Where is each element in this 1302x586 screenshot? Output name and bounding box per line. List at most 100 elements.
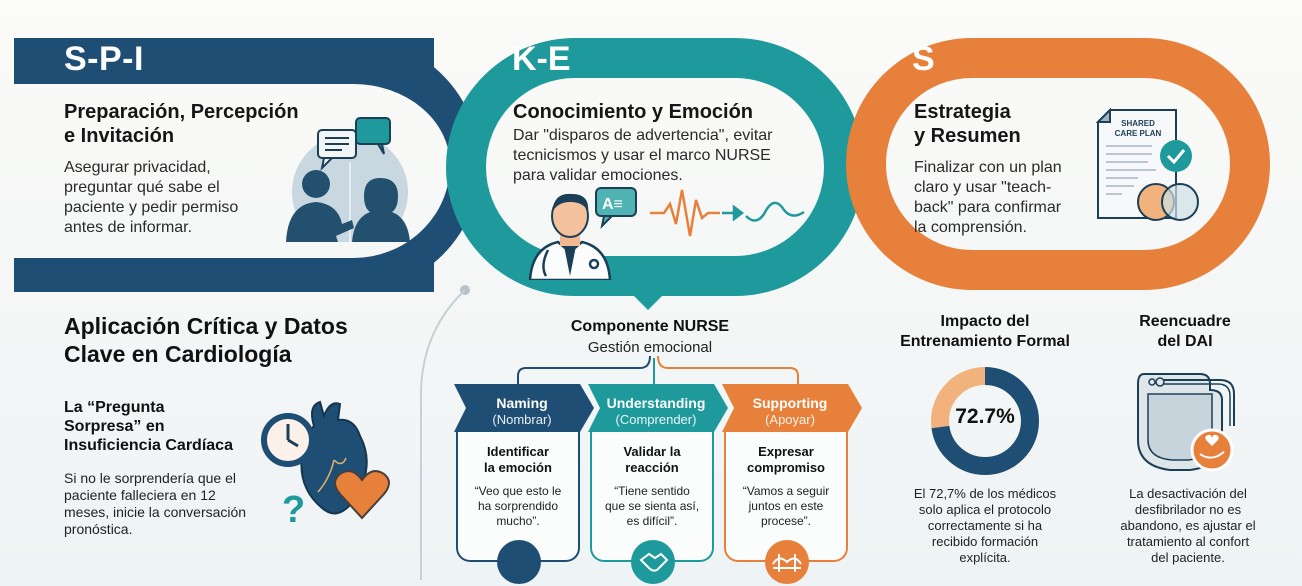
understanding-header-shape [588, 384, 728, 432]
naming-quote-line: ha sorprendido [477, 499, 559, 513]
svg-text:A≡: A≡ [602, 196, 623, 213]
heart-clock-illustration: ? [261, 400, 390, 526]
clock-icon [261, 413, 315, 467]
s-heading: S [912, 40, 935, 78]
s-title-line: Estrategia [914, 101, 1011, 123]
svg-text:SHARED: SHARED [1121, 119, 1155, 128]
naming-quote-line: “Veo que esto le [474, 484, 562, 498]
spi-title: Preparación, Percepción e Invitación [64, 100, 299, 148]
s-body: Finalizar con un plan claro y usar "teac… [914, 158, 1062, 238]
understanding-translation: (Comprender) [615, 412, 697, 427]
naming-header-shape [454, 384, 594, 432]
understanding-action: Validar la reacción [592, 444, 712, 476]
supporting-quote-line: “Vamos a seguir [742, 484, 830, 498]
bridge-icon [765, 540, 809, 584]
supporting-header[interactable]: Supporting (Apoyar) [728, 384, 852, 434]
small-heart-icon [334, 470, 390, 520]
impact-body-line: solo aplica el protocolo [918, 502, 1052, 517]
naming-quote: “Veo que esto le ha sorprendido mucho”. [458, 484, 578, 529]
doctor-icon [528, 193, 612, 280]
understanding-quote: “Tiene sentido que se sienta así, es dif… [592, 484, 712, 529]
impact-body-line: recibido formación [931, 534, 1039, 549]
impact-donut-chart [931, 367, 1039, 475]
impact-body-line: explícita. [959, 550, 1011, 565]
naming-action-line: la emoción [484, 460, 552, 475]
s-title-line: y Resumen [914, 125, 1021, 147]
hand-heart-icon [1190, 428, 1234, 472]
impact-title-line: Impacto del [940, 313, 1030, 330]
supporting-translation: (Apoyar) [765, 412, 815, 427]
naming-translation: (Nombrar) [492, 412, 552, 427]
impact-title-line: Entrenamiento Formal [900, 333, 1070, 350]
application-title-line: Clave en Cardiología [64, 341, 292, 367]
surprise-question-body-line: paciente falleciera en 12 [64, 487, 216, 503]
dai-title-line: del DAI [1157, 333, 1213, 350]
ke-body-line: para validar emociones. [513, 167, 683, 184]
ke-pointer-arrow [628, 290, 668, 310]
surprise-question-body-line: Si no le sorprendería que el [64, 470, 236, 486]
spi-body: Asegurar privacidad, preguntar qué sabe … [64, 158, 238, 238]
heartbeat-wave-icon [650, 189, 805, 237]
surprise-question-title-line: Sorpresa” en [64, 418, 165, 435]
question-mark-icon: ? [282, 489, 305, 526]
understanding-header[interactable]: Understanding (Comprender) [594, 384, 718, 434]
surprise-question-body-line: pronóstica. [64, 521, 133, 537]
naming-header[interactable]: Naming (Nombrar) [460, 384, 584, 434]
application-title: Aplicación Crítica y Datos Clave en Card… [64, 312, 348, 368]
spi-body-line: paciente y pedir permiso [64, 199, 239, 216]
understanding-quote-line: que se sienta así, [604, 499, 700, 513]
ke-body: Dar "disparos de advertencia", evitar te… [513, 126, 772, 186]
impact-body-line: correctamente si ha [927, 518, 1043, 533]
impact-body: El 72,7% de los médicos solo aplica el p… [885, 486, 1085, 566]
spi-heading: S-P-I [64, 40, 144, 78]
circle-badge-icon [497, 540, 541, 584]
naming-action: Identificar la emoción [458, 444, 578, 476]
shared-care-plan-icon: SHARED CARE PLAN [1095, 108, 1199, 221]
supporting-quote: “Vamos a seguir juntos en este procese”. [726, 484, 846, 529]
dai-body: La desactivación del desfibrilador no es… [1098, 486, 1278, 566]
ke-illustration: A≡ [528, 187, 805, 280]
surprise-question-title-line: La “Pregunta [64, 399, 165, 416]
application-title-line: Aplicación Crítica y Datos [64, 313, 348, 339]
supporting-header-shape [722, 384, 862, 432]
supporting-quote-line: procese”. [760, 514, 812, 528]
defibrillator-device-icon [1137, 373, 1235, 472]
ke-body-line: tecnicismos y usar el marco NURSE [513, 147, 771, 164]
ke-title: Conocimiento y Emoción [513, 101, 754, 123]
surprise-question-title: La “Pregunta Sorpresa” en Insuficiencia … [64, 398, 233, 455]
ke-heading: K-E [512, 40, 571, 78]
ke-body-line: Dar "disparos de advertencia", evitar [513, 127, 773, 144]
svg-text:CARE PLAN: CARE PLAN [1115, 129, 1162, 138]
understanding-action-line: Validar la [623, 444, 681, 459]
spi-title-line: e Invitación [64, 125, 175, 147]
understanding-quote-line: “Tiene sentido [614, 484, 690, 498]
s-body-line: la comprensión. [914, 219, 1027, 236]
supporting-action: Expresar compromiso [726, 444, 846, 476]
spi-title-line: Preparación, Percepción [64, 101, 299, 123]
spi-body-line: Asegurar privacidad, [64, 159, 211, 176]
speech-bubble-icon: A≡ [595, 187, 637, 230]
naming-card: Identificar la emoción “Veo que esto le … [456, 432, 580, 584]
naming-action-line: Identificar [486, 444, 550, 459]
supporting-name: Supporting [752, 395, 828, 411]
supporting-card: Expresar compromiso “Vamos a seguir junt… [724, 432, 848, 584]
surprise-question-title-line: Insuficiencia Cardíaca [64, 437, 233, 454]
s-title: Estrategia y Resumen [914, 100, 1021, 148]
surprise-question-body-line: meses, inicie la conversación [64, 504, 247, 520]
s-body-line: back" para confirmar [914, 199, 1062, 216]
dai-body-line: desfibrilador no es [1134, 502, 1242, 517]
dai-body-line: abandono, es ajustar el [1120, 518, 1256, 533]
impact-body-line: El 72,7% de los médicos [913, 486, 1057, 501]
understanding-quote-line: es difícil”. [626, 514, 678, 528]
handshake-icon [631, 540, 675, 584]
understanding-card: Validar la reacción “Tiene sentido que s… [590, 432, 714, 584]
s-body-line: claro y usar "teach- [914, 179, 1052, 196]
dai-body-line: tratamiento al confort [1126, 534, 1250, 549]
conversation-people-icon [286, 117, 410, 242]
naming-name: Naming [496, 395, 548, 411]
understanding-action-line: reacción [625, 460, 679, 475]
connector-line [420, 285, 470, 580]
understanding-name: Understanding [606, 395, 706, 411]
dai-title-line: Reencuadre [1139, 313, 1231, 330]
dai-title: Reencuadre del DAI [1110, 312, 1260, 352]
